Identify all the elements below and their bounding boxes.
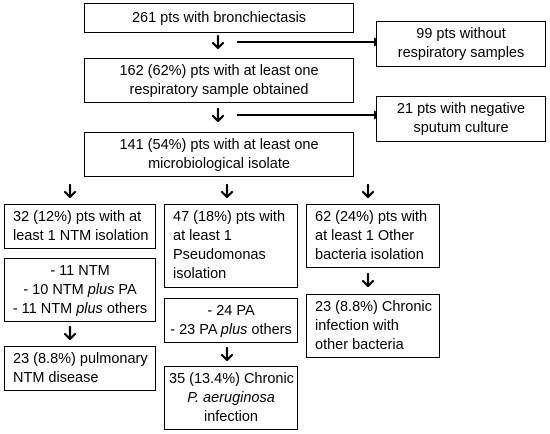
box-line: 23 (8.8%) Chronic (315, 298, 432, 315)
box-line: - 23 PA plus others (170, 321, 292, 338)
box-line: infection with (315, 317, 399, 334)
box-line: 23 (8.8%) pulmonary (13, 350, 148, 367)
box-line: NTM disease (13, 369, 99, 386)
other-bacteria-isolation-box: 62 (24%) pts with at least 1 Other bacte… (306, 204, 440, 268)
box-line: Pseudomonas (173, 247, 266, 263)
box-line: P. aeruginosa (187, 389, 275, 406)
box-line: 99 pts without (416, 26, 506, 42)
box-line: 261 pts with bronchiectasis (131, 9, 307, 26)
box-line: - 10 NTM plus PA (23, 281, 137, 298)
box-line: 32 (12%) pts with at (13, 208, 142, 225)
with-sample-box: 162 (62%) pts with at least one respirat… (84, 58, 354, 103)
no-samples-box: 99 pts without respiratory samples (376, 21, 546, 67)
with-isolate-box: 141 (54%) pts with at least one microbio… (84, 132, 354, 177)
down-arrow-ntm (63, 183, 77, 199)
box-line: bacteria isolation (315, 246, 424, 263)
down-arrow-2 (211, 107, 225, 123)
box-line: least 1 NTM isolation (13, 227, 149, 244)
down-arrow-1 (211, 34, 225, 50)
chronic-other-box: 23 (8.8%) Chronic infection with other b… (306, 294, 440, 358)
box-line: 47 (18%) pts with (173, 209, 286, 225)
box-line: microbiological isolate (148, 155, 290, 172)
down-arrow-other (361, 183, 375, 199)
ntm-disease-box: 23 (8.8%) pulmonary NTM disease (4, 346, 156, 391)
box-line: 141 (54%) pts with at least one (119, 136, 319, 153)
ntm-isolation-box: 32 (12%) pts with at least 1 NTM isolati… (4, 204, 156, 249)
chronic-pa-box: 35 (13.4%) Chronic P. aeruginosa infecti… (164, 366, 298, 430)
box-line: 21 pts with negative (396, 101, 526, 117)
box-line: - 11 NTM (50, 262, 110, 279)
down-arrow-ntm-disease (63, 325, 77, 341)
down-arrow-chronic-pa (220, 346, 234, 362)
box-line: sputum culture (413, 120, 509, 136)
negative-culture-box: 21 pts with negative sputum culture (376, 96, 546, 142)
box-line: - 24 PA (207, 302, 255, 319)
box-line: - 11 NTM plus others (12, 300, 148, 317)
total-patients-box: 261 pts with bronchiectasis (84, 3, 354, 33)
ntm-breakdown-box: - 11 NTM - 10 NTM plus PA - 11 NTM plus … (4, 258, 156, 322)
box-line: 62 (24%) pts with (315, 208, 428, 225)
box-line: infection (203, 408, 258, 425)
box-line: respiratory sample obtained (129, 81, 309, 98)
box-line: respiratory samples (397, 45, 525, 61)
box-line: 35 (13.4%) Chronic (169, 370, 294, 387)
pseudomonas-isolation-box: 47 (18%) pts with at least 1 Pseudomonas… (164, 204, 298, 288)
box-line: at least 1 Other (315, 227, 415, 244)
box-line: other bacteria (315, 336, 404, 353)
box-line: 162 (62%) pts with at least one (119, 62, 319, 79)
box-line: at least 1 (173, 228, 232, 244)
pa-breakdown-box: - 24 PA - 23 PA plus others (164, 298, 298, 343)
down-arrow-chronic-other (361, 272, 375, 288)
box-line: isolation (173, 266, 227, 282)
down-arrow-pseudomonas (220, 183, 234, 199)
